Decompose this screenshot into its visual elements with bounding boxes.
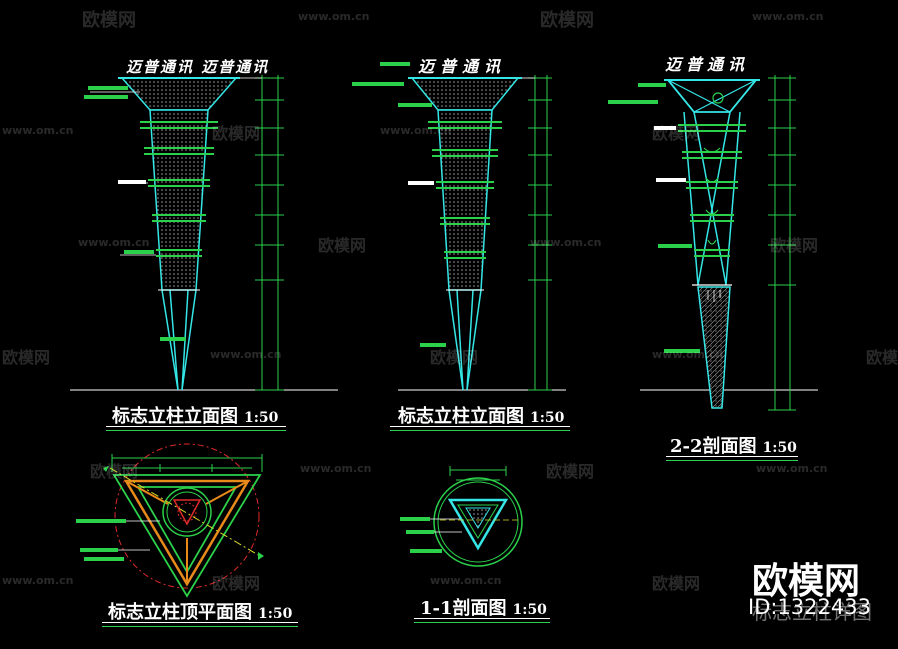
caption-underline [102, 626, 298, 627]
elevation-2-sign-text: 迈普通讯 [418, 57, 506, 76]
corner-brand-logo: 欧模网 [752, 561, 861, 602]
top-plan-caption: 标志立柱顶平面图 1:50 [108, 598, 292, 624]
caption-underline [414, 622, 550, 623]
watermark-brand: 欧模网 [866, 348, 898, 367]
caption-title: 2-2剖面图 [670, 436, 757, 457]
caption-underline [390, 430, 570, 431]
watermark-url: www.om.cn [210, 348, 282, 361]
caption-underline [414, 618, 550, 619]
watermark-url: www.om.cn [530, 236, 602, 249]
section-1-1-caption: 1-1剖面图 1:50 [420, 594, 547, 620]
corner-ghost-title: 标志立柱详图 [752, 600, 872, 624]
watermark-brand: 欧模网 [652, 574, 701, 593]
elevation-2-caption: 标志立柱立面图 1:50 [398, 402, 564, 428]
caption-title: 1-1剖面图 [420, 598, 507, 619]
corner-brand-id: ID:1322433 [748, 595, 871, 619]
caption-underline [106, 426, 286, 427]
caption-underline [390, 426, 570, 427]
watermark-brand: 欧模网 [540, 10, 594, 31]
watermark-url: www.om.cn [430, 574, 502, 587]
watermark-brand: 欧模网 [652, 124, 701, 143]
caption-scale: 1:50 [762, 440, 797, 456]
elevation-1-caption: 标志立柱立面图 1:50 [112, 402, 278, 428]
caption-scale: 1:50 [258, 606, 293, 622]
caption-underline [102, 622, 298, 623]
watermark-url: www.om.cn [2, 124, 74, 137]
watermark-brand: 欧模网 [82, 10, 136, 31]
watermark-url: www.om.cn [380, 124, 452, 137]
watermark-brand: 欧模网 [430, 348, 479, 367]
watermark-url: www.om.cn [78, 236, 150, 249]
watermark-brand: 欧模网 [212, 124, 261, 143]
caption-title: 标志立柱顶平面图 [108, 602, 252, 623]
watermark-brand: 欧模网 [212, 574, 261, 593]
watermark-url: www.om.cn [756, 462, 828, 475]
caption-title: 标志立柱立面图 [398, 406, 524, 427]
watermark-brand: 欧模网 [546, 462, 595, 481]
section-2-2-sign-text: 迈普通讯 [665, 55, 749, 74]
watermark-brand: 欧模网 [318, 236, 367, 255]
watermark-brand: 欧模网 [2, 348, 51, 367]
caption-scale: 1:50 [512, 602, 547, 618]
caption-scale: 1:50 [244, 410, 279, 426]
section-2-2-drawing [608, 75, 818, 411]
elevation-2-drawing [352, 62, 566, 391]
caption-title: 标志立柱立面图 [112, 406, 238, 427]
watermark-brand: 欧模网 [90, 462, 139, 481]
watermark-url: www.om.cn [752, 10, 824, 23]
caption-underline [666, 460, 798, 461]
sign-lettering: 迈普通讯 迈普通讯 迈普通讯 迈普通讯 [126, 55, 749, 76]
caption-underline [666, 456, 798, 457]
elevation-1-drawing [70, 75, 338, 391]
elevation-1-sign-text: 迈普通讯 迈普通讯 [126, 58, 269, 76]
caption-scale: 1:50 [530, 410, 565, 426]
watermark-url: www.om.cn [300, 462, 372, 475]
watermark-url: www.om.cn [298, 10, 370, 23]
watermark-brand: 欧模网 [770, 236, 819, 255]
caption-underline [106, 430, 286, 431]
section-1-1-drawing [400, 466, 523, 567]
watermark-url: www.om.cn [2, 574, 74, 587]
section-2-2-caption: 2-2剖面图 1:50 [670, 432, 797, 458]
watermark-url: www.om.cn [652, 348, 724, 361]
top-plan-drawing [76, 443, 264, 598]
